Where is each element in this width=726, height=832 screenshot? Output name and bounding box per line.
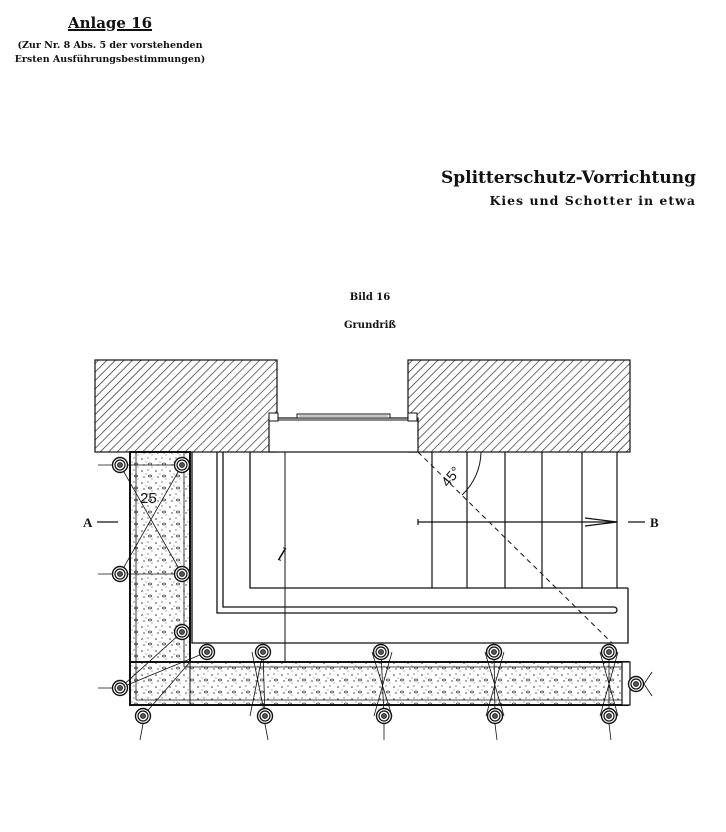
length-label: l [275, 544, 288, 566]
angle-line-45 [417, 451, 613, 644]
angle-label: 45° [438, 463, 464, 490]
thickness-label: 25 [140, 490, 157, 507]
wall-right [407, 359, 631, 453]
annex-title: Anlage 16 [67, 14, 153, 32]
wall-left [94, 359, 278, 453]
figure-number: Bild 16 [349, 292, 391, 303]
angle-arc [461, 451, 482, 496]
annex-reference-line-1: (Zur Nr. 8 Abs. 5 der vorstehenden [17, 40, 203, 51]
section-line-a-b [97, 517, 645, 527]
section-label-b: B [650, 515, 659, 530]
light-well-frame [191, 452, 629, 644]
stair-treads [431, 452, 618, 588]
figure-caption: Grundriß [343, 320, 396, 331]
wire-ties [98, 464, 653, 741]
window-niche [268, 412, 419, 453]
section-label-a: A [83, 515, 93, 530]
document-subtitle: Kies und Schotter in etwa [489, 193, 696, 208]
document-title: Splitterschutz-Vorrichtung [440, 168, 696, 188]
annex-reference-line-2: Ersten Ausführungsbestimmungen) [14, 54, 206, 65]
